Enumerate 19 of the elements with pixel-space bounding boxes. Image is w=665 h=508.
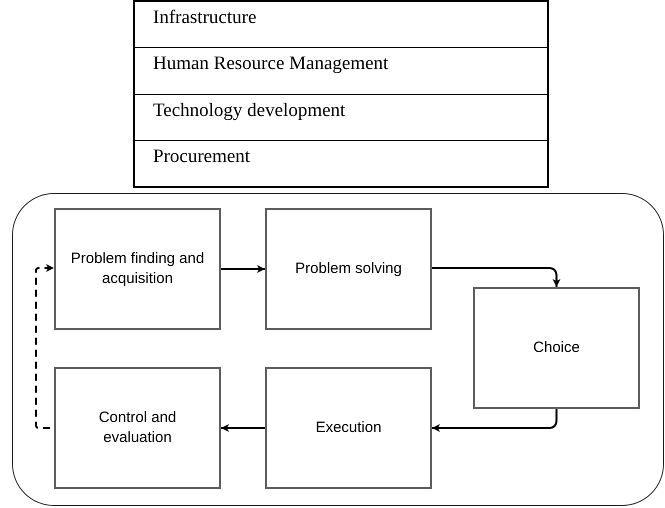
rounded-frame	[12, 193, 664, 506]
process-box	[473, 287, 640, 409]
process-box	[265, 208, 432, 330]
box-label: Choice	[533, 338, 580, 358]
process-box	[54, 208, 221, 330]
arrow	[432, 267, 560, 287]
table-cell-text: Procurement	[153, 146, 250, 167]
box-label: Control and evaluation	[98, 408, 178, 448]
table-cell-text: Infrastructure	[153, 7, 256, 28]
arrow	[221, 424, 265, 432]
process-box	[54, 367, 221, 489]
arrow	[432, 409, 558, 432]
table-cell-text: Technology development	[153, 100, 346, 120]
box-label: Problem finding and acquisition	[70, 249, 206, 289]
process-box	[265, 367, 432, 489]
box-label: Execution	[316, 418, 382, 438]
table-cell-text: Human Resource Management	[153, 53, 388, 74]
box-label: Problem solving	[295, 259, 402, 279]
arrow	[221, 265, 265, 273]
